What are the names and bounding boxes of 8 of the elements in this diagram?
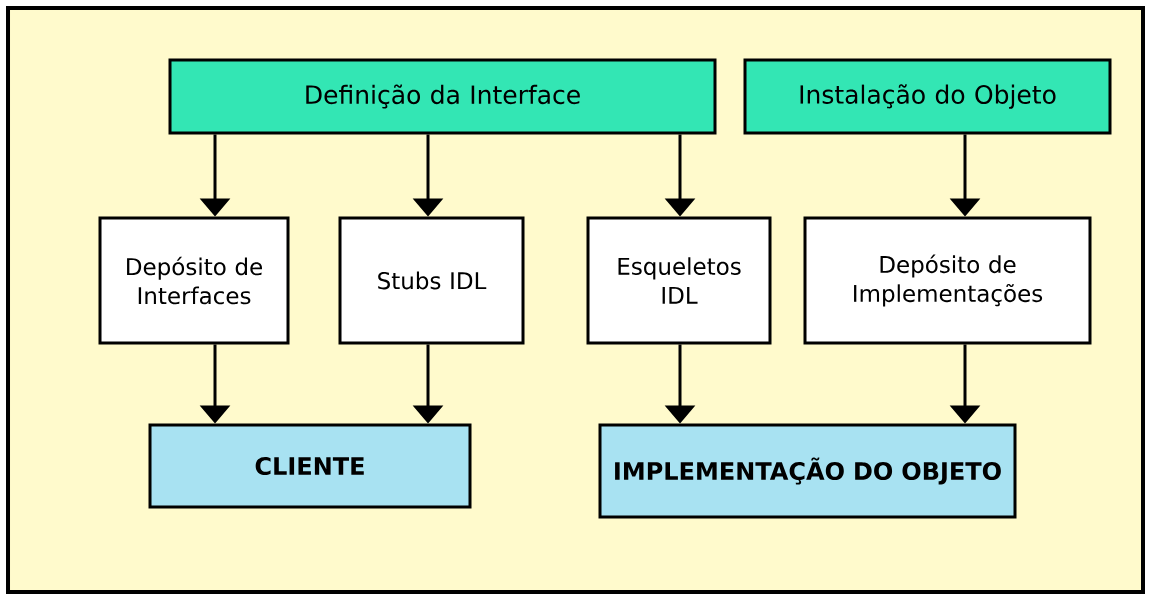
result-box: CLIENTE xyxy=(148,423,472,509)
process-box: Stubs IDL xyxy=(338,216,525,345)
box-title: Definição da Interface xyxy=(168,58,717,135)
box-title: Instalação do Objeto xyxy=(743,58,1112,135)
result-box: IMPLEMENTAÇÃO DO OBJETO xyxy=(598,423,1017,519)
process-box: Depósito de Implementações xyxy=(803,216,1092,345)
process-box: Esqueletos IDL xyxy=(586,216,772,345)
process-box: Depósito de Interfaces xyxy=(98,216,290,345)
